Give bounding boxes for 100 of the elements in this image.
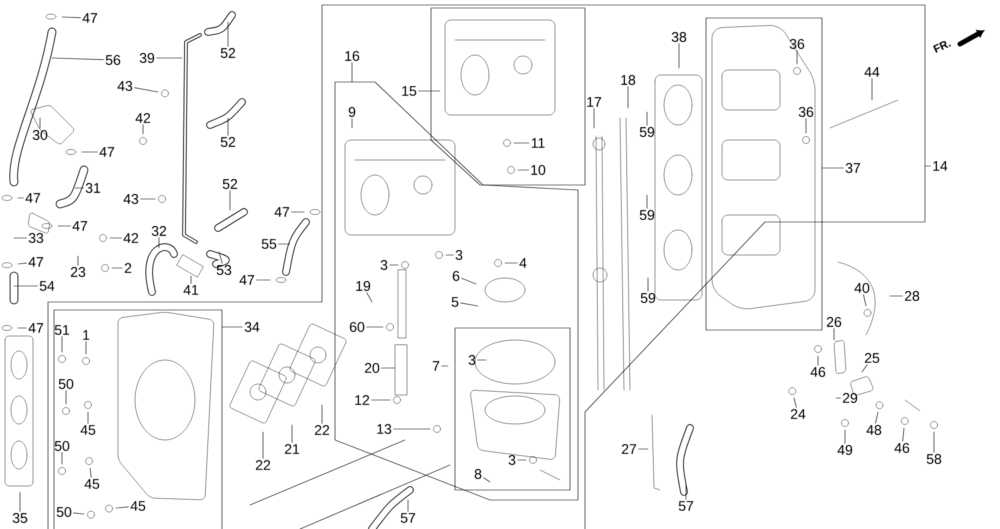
callout-number: 53 <box>216 265 232 275</box>
leader-line <box>796 50 798 64</box>
callout-number: 51 <box>54 325 70 335</box>
callout-number: 45 <box>80 425 96 435</box>
leader-line <box>62 16 81 18</box>
leader-line <box>646 194 648 209</box>
callout-number: 58 <box>926 454 942 464</box>
leader-line <box>134 87 158 92</box>
callout-number: 48 <box>866 425 882 435</box>
leader-line <box>504 262 518 264</box>
callout-number: 8 <box>474 469 482 479</box>
leader-line <box>140 198 156 200</box>
callout-number: 3 <box>380 260 388 270</box>
leader-line <box>262 432 264 459</box>
callout-number: 47 <box>240 275 254 285</box>
leader-line <box>460 302 478 306</box>
leader-line <box>142 124 144 134</box>
leader-line <box>678 43 680 68</box>
callout-number: 37 <box>846 163 860 173</box>
leader-line <box>844 430 846 444</box>
leader-line <box>222 326 243 328</box>
leader-line <box>158 237 160 248</box>
leader-line <box>461 278 476 284</box>
callout-number: 44 <box>864 67 880 77</box>
callout-number: 31 <box>86 183 100 193</box>
callout-number: 29 <box>842 393 858 403</box>
callout-number: 47 <box>82 13 98 23</box>
callout-number: 36 <box>798 107 814 117</box>
callout-number: 47 <box>100 147 114 157</box>
callout-number: 13 <box>377 424 392 434</box>
callout-number: 39 <box>140 53 154 63</box>
leader-line <box>52 58 104 60</box>
callout-number: 47 <box>28 257 44 267</box>
callout-number: 23 <box>70 267 86 277</box>
callout-number: 3 <box>456 250 462 260</box>
callout-number: 20 <box>364 363 380 373</box>
callout-number: 47 <box>28 323 44 333</box>
leader-line <box>218 252 222 264</box>
callout-number: 17 <box>587 97 602 107</box>
leader-line <box>875 412 878 424</box>
callout-number: 21 <box>284 444 300 454</box>
callout-number: 43 <box>118 81 132 91</box>
callout-number: 11 <box>532 138 545 148</box>
callout-number: 57 <box>400 513 416 523</box>
leader-line <box>638 448 648 450</box>
callout-number: 47 <box>26 193 40 203</box>
callout-number: 22 <box>314 425 330 435</box>
callout-number: 35 <box>12 513 28 523</box>
callout-number: 22 <box>256 460 270 470</box>
callout-number: 57 <box>678 501 694 511</box>
callout-number: 42 <box>124 233 138 243</box>
callout-number: 59 <box>640 127 654 137</box>
callout-number: 49 <box>838 445 852 455</box>
leader-line <box>483 477 490 482</box>
callout-number: 59 <box>640 210 654 220</box>
callout-number: 55 <box>262 239 276 249</box>
callout-number: 38 <box>672 32 686 42</box>
callout-number: 52 <box>220 137 236 147</box>
callout-number: 7 <box>432 361 440 371</box>
leader-line <box>393 428 430 430</box>
callout-number: 16 <box>345 51 360 61</box>
callout-number: 30 <box>32 130 48 140</box>
callout-number: 50 <box>54 441 70 451</box>
callout-number: 50 <box>56 507 72 517</box>
callout-number: 59 <box>640 293 656 303</box>
leader-line <box>73 512 84 514</box>
callout-number: 19 <box>356 281 370 291</box>
direction-label: FR. <box>933 41 951 53</box>
callout-number: 45 <box>84 479 100 489</box>
leader-line <box>446 254 454 256</box>
callout-number: 18 <box>621 75 636 85</box>
callout-number: 52 <box>222 179 238 189</box>
callout-number: 46 <box>894 443 910 453</box>
callout-number: 52 <box>220 48 236 58</box>
leader-line <box>190 276 192 284</box>
leader-line <box>18 262 27 264</box>
callout-number: 26 <box>826 317 842 327</box>
callout-number: 45 <box>130 501 146 511</box>
callout-number: 15 <box>402 86 416 96</box>
callout-number: 14 <box>933 161 948 171</box>
leader-line <box>514 142 530 144</box>
callout-number: 47 <box>274 207 290 217</box>
leader-line <box>389 264 398 266</box>
callout-number: 27 <box>622 444 636 454</box>
callout-number: 1 <box>83 330 90 340</box>
callout-number: 47 <box>72 221 88 231</box>
callout-number: 4 <box>519 258 526 268</box>
callout-number: 9 <box>348 107 356 117</box>
callout-number: 40 <box>854 283 870 293</box>
leader-line <box>794 398 797 408</box>
callout-number: 10 <box>531 165 546 175</box>
callout-number: 50 <box>58 379 74 389</box>
callout-number: 56 <box>106 55 120 65</box>
callout-number: 42 <box>136 113 150 123</box>
leader-line <box>366 326 384 328</box>
leader-line <box>863 294 866 306</box>
callout-number: 5 <box>452 297 458 307</box>
leader-line <box>366 292 372 302</box>
callout-number: 60 <box>350 322 364 332</box>
callout-number: 34 <box>244 322 260 332</box>
